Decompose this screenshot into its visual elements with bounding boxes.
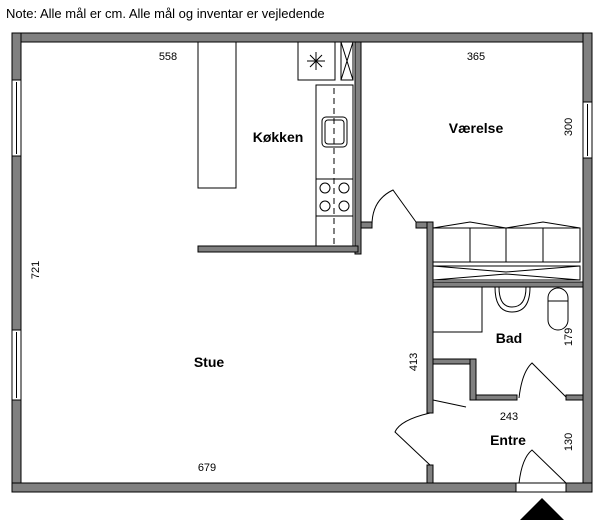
- fixtures: [197, 41, 581, 484]
- room-label-bedroom: Værelse: [449, 120, 504, 136]
- dim-bedroom-top: 365: [467, 51, 485, 63]
- dim-entry-side: 130: [563, 433, 575, 451]
- room-label-bath: Bad: [496, 330, 522, 346]
- stove-burner-icon: [319, 182, 331, 194]
- kitchen-island: [197, 41, 237, 189]
- sink-icon: [321, 116, 348, 148]
- fridge: [297, 41, 336, 81]
- closet-door: [432, 399, 467, 408]
- dim-bedroom-side: 300: [563, 118, 575, 136]
- kitchen-counter: [315, 84, 354, 247]
- living-door: [394, 412, 431, 466]
- room-label-kitchen: Køkken: [253, 129, 304, 145]
- plan-note: Note: Alle mål er cm. Alle mål og invent…: [6, 6, 325, 21]
- dim-living-top: 558: [159, 51, 177, 63]
- dim-bath-side: 179: [563, 328, 575, 346]
- room-label-entry: Entre: [490, 432, 526, 448]
- entrance-arrow-icon: [520, 498, 564, 520]
- bedroom-door: [371, 189, 417, 226]
- walls: [11, 32, 593, 493]
- dim-living-bottom: 679: [198, 462, 216, 474]
- windows: [11, 79, 593, 493]
- fridge-icon: [307, 52, 325, 70]
- dim-entry-top: 243: [500, 411, 518, 423]
- entrance-door-frame: [515, 482, 567, 493]
- room-label-living: Stue: [194, 354, 225, 370]
- dim-living-right: 413: [408, 353, 420, 371]
- cabinet: [340, 41, 354, 81]
- bath-door: [518, 362, 567, 399]
- toilet-icon: [547, 287, 569, 331]
- washbasin-icon: [494, 286, 531, 313]
- entrance-door: [518, 449, 567, 484]
- bath-shower: [432, 286, 483, 333]
- shelf: [432, 265, 581, 281]
- dim-living-side: 721: [30, 261, 42, 279]
